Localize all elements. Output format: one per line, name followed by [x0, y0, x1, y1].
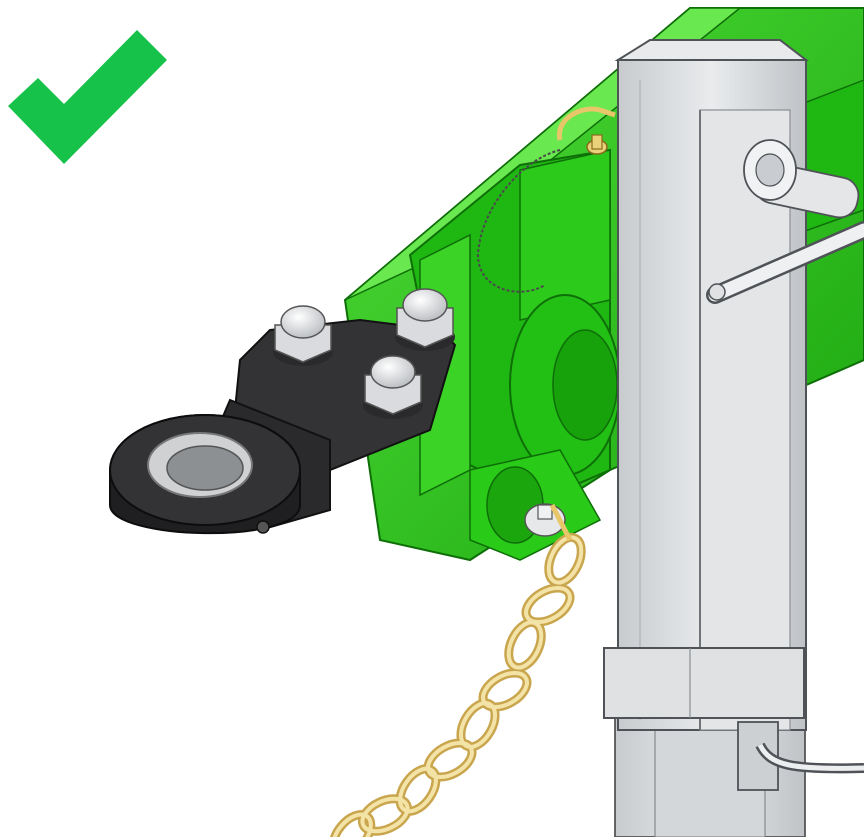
- lynch-pin-top: [556, 106, 616, 155]
- bolt-1: [273, 305, 333, 366]
- frame-block: [519, 149, 611, 321]
- chain-anchor-pin: [524, 503, 573, 542]
- safety-chain: [328, 532, 586, 837]
- jack-collar: [603, 647, 805, 719]
- jack-lock-pin: [706, 221, 864, 304]
- bolt-2: [395, 288, 455, 351]
- jack-stand: [603, 39, 864, 837]
- grease-fitting: [256, 520, 270, 534]
- hitch-eye: [109, 318, 457, 535]
- jack-mount-pin: [743, 139, 860, 219]
- checkmark-icon: [8, 30, 167, 164]
- jack-top-cap: [614, 39, 809, 61]
- bolt-3: [363, 355, 423, 419]
- safety-cable: [476, 149, 561, 293]
